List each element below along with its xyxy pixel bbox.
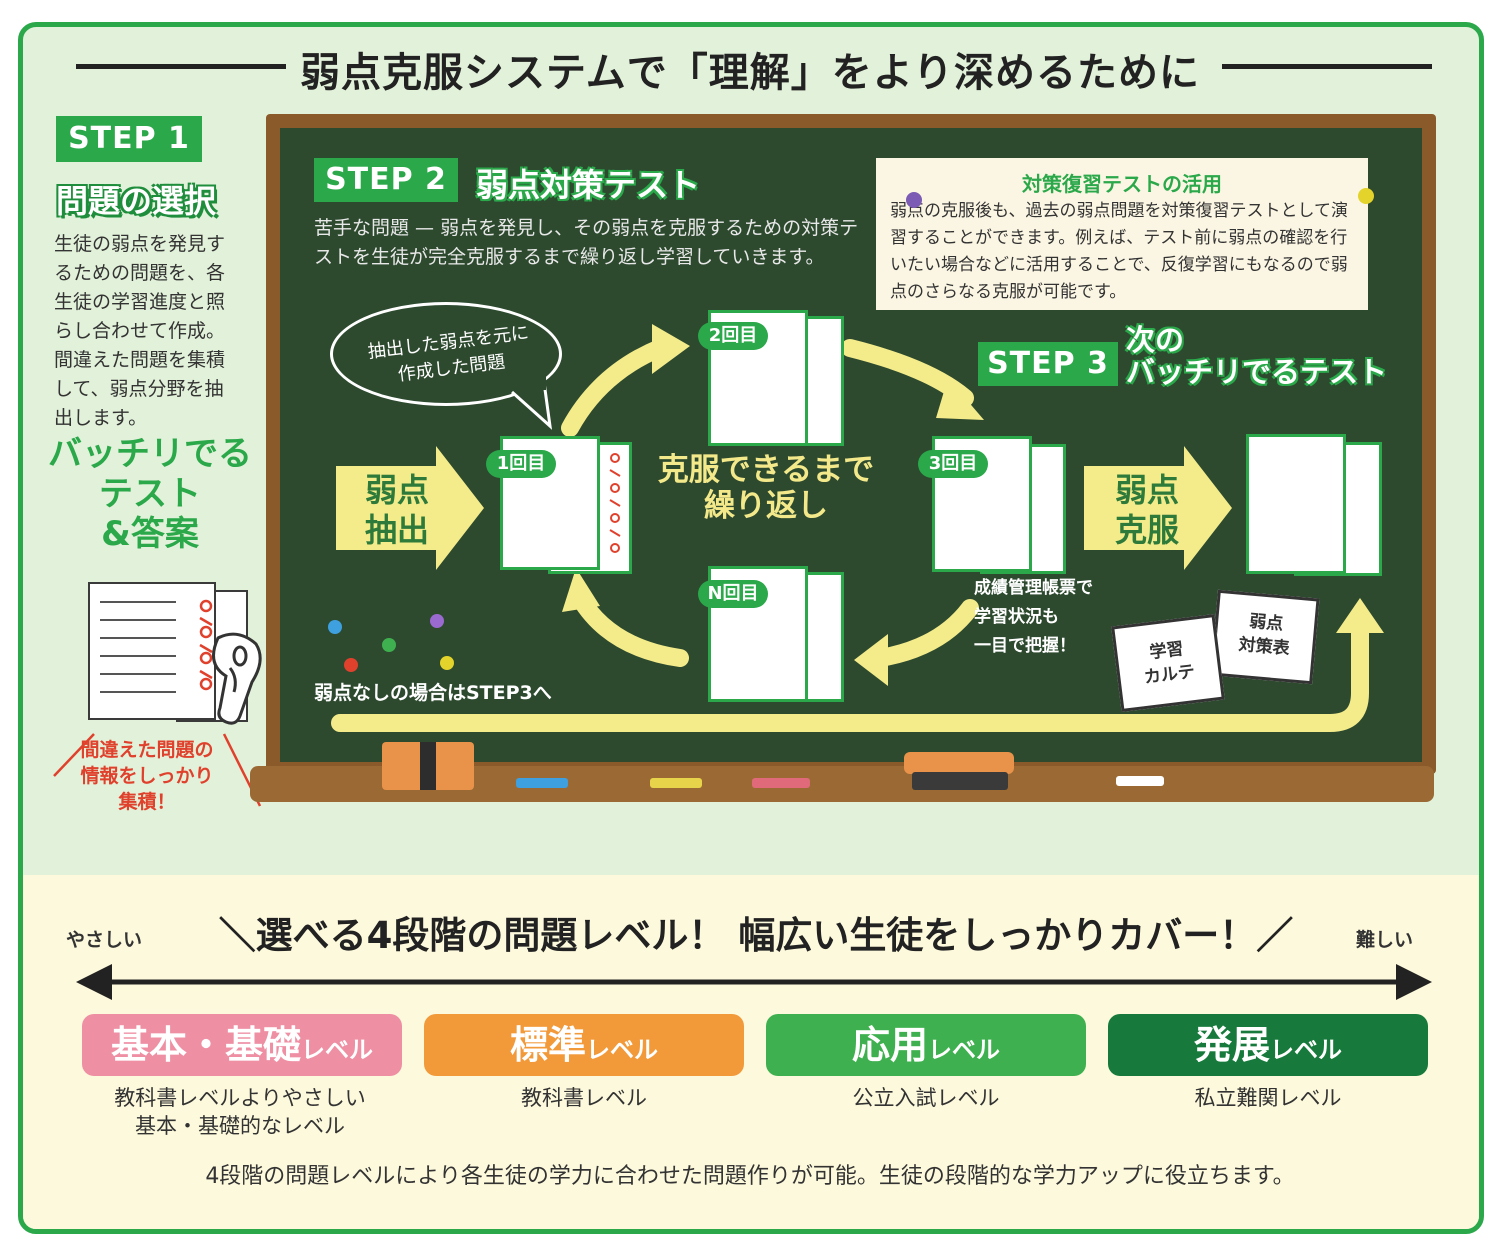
title-rule-left <box>76 64 286 69</box>
repeat-line2: 繰り返し <box>704 488 828 524</box>
board-eraser-icon <box>904 752 1014 774</box>
scanner-pen-icon <box>212 632 262 725</box>
extract-arrow <box>336 446 484 570</box>
review-note-text: 弱点の克服後も、過去の弱点問題を対策復習テストとして演習することができます。例え… <box>890 201 1348 302</box>
overcome-arrow <box>1084 446 1232 570</box>
extract-label: 弱点 抽出 <box>352 470 442 550</box>
levels-footer: 4段階の問題レベルにより各生徒の学力に合わせた問題作りが可能。生徒の段階的な学力… <box>205 1164 1295 1189</box>
speech-bubble-tail <box>510 376 553 430</box>
difficulty-arrow <box>76 964 1432 1000</box>
level-basic-desc: 教科書レベルよりやさしい 基本・基礎的なレベル <box>70 1084 410 1140</box>
page-title: 弱点克服システムで「理解」をより深めるために <box>300 50 1200 96</box>
overcome-line1: 弱点 <box>1114 471 1179 509</box>
step1-test-label: バッチリでる テスト &答案 <box>40 434 260 554</box>
level-applied-card: 応用レベル <box>766 1014 1086 1076</box>
step1-test-line3: &答案 <box>101 514 199 554</box>
chalk-yellow-icon <box>650 778 702 788</box>
level-advanced-suffix: レベル <box>1270 1036 1342 1064</box>
repeat-label: 克服できるまで 繰り返し <box>626 452 906 524</box>
levels-headline: ＼選べる4段階の問題レベル！ 幅広い生徒をしっかりカバー！／ <box>218 914 1294 957</box>
review-note-title: 対策復習テストの活用 <box>1022 172 1222 196</box>
magnet-green-icon <box>382 638 396 652</box>
step1-collect-line1: 間違えた問題の <box>80 739 214 761</box>
level-standard-suffix: レベル <box>586 1036 658 1064</box>
step2-description: 苦手な問題 — 弱点を発見し、その弱点を克服するための対策テストを生徒が完全克服… <box>314 217 859 268</box>
level-basic-desc-line1: 教科書レベルよりやさしい <box>114 1086 366 1110</box>
level-advanced-card: 発展レベル <box>1108 1014 1428 1076</box>
extract-line1: 弱点 <box>364 471 429 509</box>
level-applied-suffix: レベル <box>928 1036 1000 1064</box>
step3-label-line1: 次の <box>1126 323 1185 357</box>
chalk-pink-icon <box>752 778 810 788</box>
round-n-badge: N回目 <box>698 580 768 608</box>
round-1-badge: 1回目 <box>486 450 556 478</box>
step2-badge: STEP 2 <box>314 158 458 202</box>
overcome-label: 弱点 克服 <box>1102 470 1192 550</box>
grade-report-line1: 成績管理帳票で <box>974 578 1093 598</box>
easy-label: やさしい <box>66 929 143 951</box>
step1-test-line1: バッチリでる <box>48 434 252 474</box>
step3-label-line2: バッチリでるテスト <box>1126 355 1388 389</box>
level-advanced-desc: 私立難関レベル <box>1194 1086 1342 1110</box>
level-applied-desc: 公立入試レベル <box>852 1086 1000 1110</box>
step1-collect-line3: 集積！ <box>118 791 176 813</box>
round-3-badge: 3回目 <box>918 450 988 478</box>
step1-description: 生徒の弱点を発見するための問題を、各生徒の学習進度と照らし合わせて作成。間違えた… <box>54 233 226 429</box>
next-test-paper <box>1246 434 1346 574</box>
step1-collect-line2: 情報をしっかり <box>80 765 214 787</box>
extract-line2: 抽出 <box>364 511 429 549</box>
answer-sheet-front <box>88 582 216 720</box>
paper1-marks-icon <box>609 453 621 553</box>
overcome-line2: 克服 <box>1114 511 1179 549</box>
grade-report-line2: 学習状況も <box>974 607 1059 627</box>
hard-label: 難しい <box>1356 929 1414 951</box>
magnet-blue-icon <box>328 620 342 634</box>
review-note-box: 対策復習テストの活用 弱点の克服後も、過去の弱点問題を対策復習テストとして演習す… <box>876 158 1368 310</box>
route-note: 弱点なしの場合はSTEP3へ <box>314 682 552 704</box>
step1-collect-note: 間違えた問題の 情報をしっかり 集積！ <box>62 737 232 815</box>
chalk-blue-icon <box>516 778 568 788</box>
cycle-arrows <box>331 324 1384 732</box>
level-applied-name: 応用 <box>851 1022 928 1067</box>
eraser-band <box>420 742 436 790</box>
level-basic-desc-line2: 基本・基礎的なレベル <box>135 1114 345 1138</box>
magnet-purple-icon <box>430 614 444 628</box>
repeat-line1: 克服できるまで <box>657 452 875 488</box>
step3-badge: STEP 3 <box>978 342 1118 386</box>
level-standard-name: 標準 <box>509 1022 586 1067</box>
step2-label: 弱点対策テスト <box>476 166 701 204</box>
level-basic-name: 基本・基礎 <box>110 1022 301 1067</box>
step1-heading: 問題の選択 <box>56 182 217 220</box>
weakness-table-card: 弱点 対策表 <box>1210 589 1320 685</box>
step3-label: 次の バッチリでるテスト <box>1126 324 1387 388</box>
step1-badge: STEP 1 <box>56 116 202 162</box>
sheet-lines-icon <box>100 601 176 693</box>
pin-purple-icon <box>906 192 922 208</box>
level-basic-card: 基本・基礎レベル <box>82 1014 402 1076</box>
magnet-yellow-icon <box>440 656 454 670</box>
grade-report-line3: 一目で把握！ <box>974 636 1076 656</box>
pin-yellow-icon <box>1358 188 1374 204</box>
level-standard-desc: 教科書レベル <box>521 1086 647 1110</box>
chalk-white-icon <box>1116 776 1164 786</box>
level-advanced-name: 発展 <box>1193 1022 1270 1067</box>
board-eraser-base <box>912 772 1008 790</box>
round-2-badge: 2回目 <box>698 322 768 350</box>
title-rule-right <box>1222 64 1432 69</box>
level-standard-card: 標準レベル <box>424 1014 744 1076</box>
study-chart-card: 学習 カルテ <box>1111 613 1225 713</box>
grading-marks-icon <box>199 599 213 691</box>
magnet-red-icon <box>344 658 358 672</box>
step1-test-line2: テスト <box>99 474 201 514</box>
grade-report-text: 成績管理帳票で 学習状況も 一目で把握！ <box>974 574 1093 661</box>
level-basic-suffix: レベル <box>301 1036 373 1064</box>
